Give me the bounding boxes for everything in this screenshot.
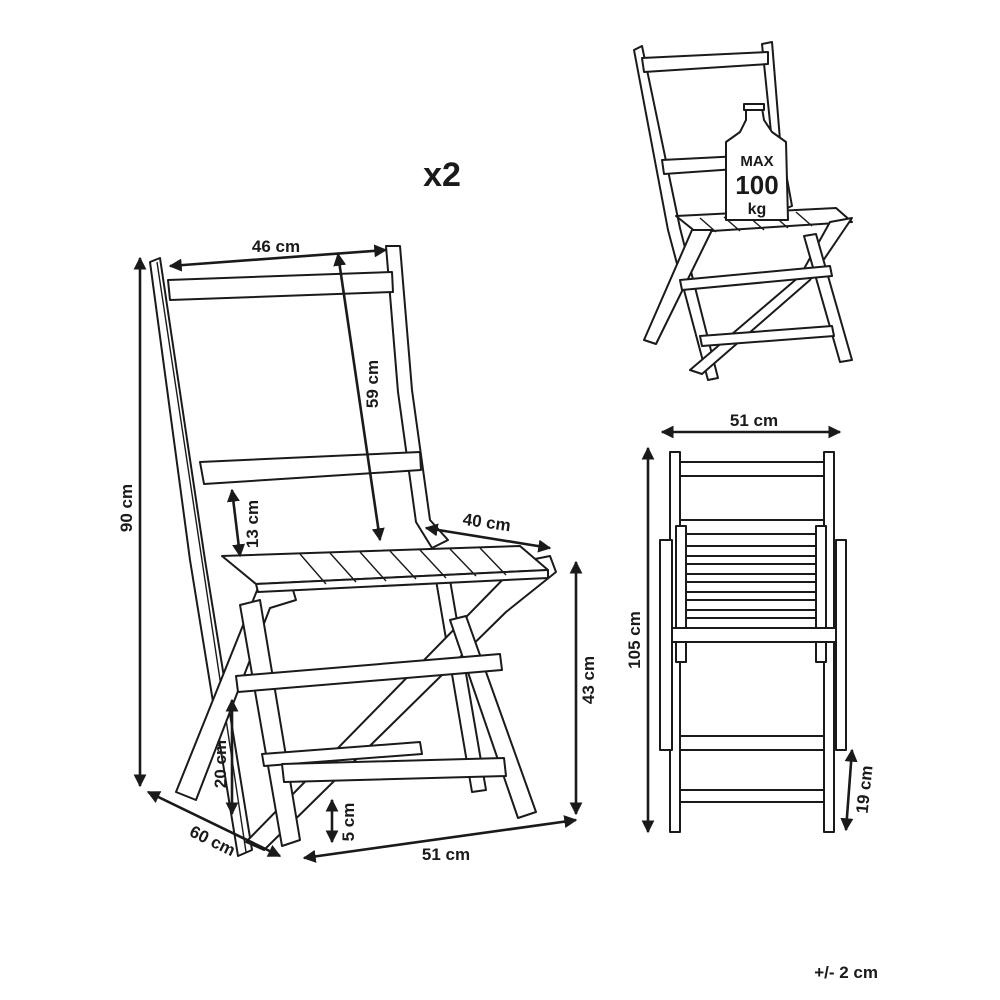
weight-badge-unit: kg — [748, 201, 767, 218]
front-back-leg — [239, 599, 301, 847]
label-foot-bar-height: 5 cm — [339, 803, 358, 842]
main-chair-dimension-lines — [133, 244, 583, 863]
folded-chair-dimension-lines — [641, 425, 858, 834]
folded-chair-drawing — [659, 451, 847, 833]
label-seat-depth: 40 cm — [462, 510, 512, 536]
weight-badge-max: MAX — [740, 153, 773, 170]
top-back-rail — [167, 271, 394, 301]
rear-foot-bar — [261, 741, 423, 767]
label-depth: 60 cm — [187, 822, 239, 860]
label-crossbar-height: 20 cm — [211, 740, 230, 788]
tolerance-note: +/- 2 cm — [814, 963, 878, 982]
label-armrest-gap: 13 cm — [243, 500, 262, 548]
right-back-post — [385, 245, 449, 549]
label-seat-height: 43 cm — [579, 656, 598, 704]
weight-badge-value: 100 — [735, 170, 778, 200]
weight-icon — [725, 107, 789, 221]
weight-chair-drawing — [633, 41, 853, 381]
label-total-height: 90 cm — [117, 484, 136, 532]
label-folded-width: 51 cm — [730, 411, 778, 430]
label-folded-height: 105 cm — [625, 611, 644, 669]
label-backrest-width: 46 cm — [252, 237, 300, 256]
front-foot-bar — [281, 757, 507, 783]
lower-back-rail — [199, 451, 422, 485]
label-backrest-height: 59 cm — [363, 360, 382, 408]
label-folded-thickness: 19 cm — [853, 764, 877, 814]
quantity-label: x2 — [423, 156, 461, 194]
mid-crossbar — [235, 653, 503, 693]
label-width-front: 51 cm — [422, 845, 470, 864]
